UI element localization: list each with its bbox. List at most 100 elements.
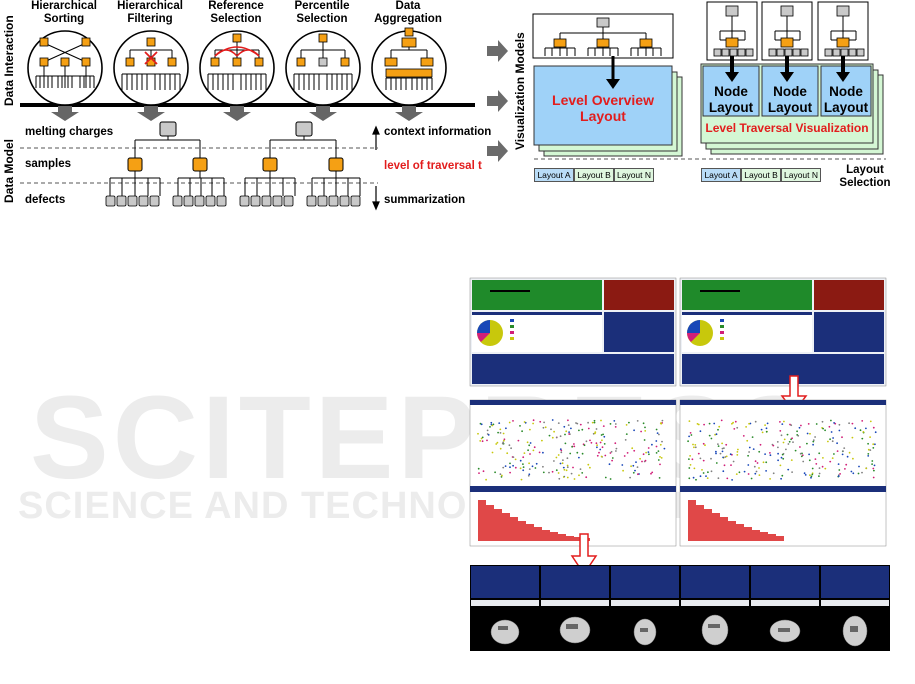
scatter-point: [841, 453, 844, 456]
scatter-point: [821, 465, 824, 468]
scatter-point: [824, 429, 826, 432]
scatter-point: [874, 431, 877, 434]
level-traversal-visualization-title: Level Traversal Visualization: [705, 121, 869, 135]
scatter-point: [838, 429, 841, 432]
scatter-point: [872, 443, 875, 446]
scatter-point: [841, 436, 843, 439]
scatter-point: [837, 474, 840, 477]
scatter-point: [845, 463, 848, 466]
context-information-label: context information: [384, 126, 492, 138]
scatter-point: [869, 420, 872, 423]
layout-buttons-overview: Layout A Layout B Layout N: [534, 168, 656, 182]
scatter-point: [834, 422, 837, 425]
scatter-point: [832, 437, 834, 439]
scatter-point: [830, 419, 832, 422]
scatter-point: [872, 447, 875, 449]
scatter-point: [839, 473, 841, 475]
scatter-point: [854, 427, 857, 430]
technique-title-sorting: Hierarchical Sorting: [31, 0, 97, 25]
visualization-models-label: Visualization Models: [513, 32, 527, 150]
layout-selection-label: Layout Selection: [839, 164, 891, 189]
watermark-small: SCIENCE AND TECHNOLOGY PUBLICATIONS: [18, 485, 885, 527]
scatter-point: [861, 437, 864, 440]
scatter-point: [865, 467, 868, 470]
scatter-point: [865, 467, 868, 470]
scatter-point: [859, 429, 862, 432]
layout-n-button[interactable]: Layout N: [614, 168, 654, 182]
scatter-point: [831, 440, 834, 443]
node-layout-2: Node Layout: [767, 84, 813, 115]
technique-title-filtering: Hierarchical Filtering: [117, 0, 183, 25]
scatter-point: [851, 422, 854, 425]
scatter-point: [867, 455, 870, 457]
scatter-point: [821, 427, 823, 429]
scatter-point: [852, 457, 854, 460]
node-layout-3: Node Layout: [823, 84, 869, 115]
level-samples: samples: [25, 158, 72, 170]
scatter-point: [830, 431, 833, 433]
level-of-traversal-label: level of traversal t: [384, 160, 482, 172]
scatter-point: [841, 450, 844, 453]
layout-buttons-traversal: Layout A Layout B Layout N: [701, 168, 823, 182]
layout-a-button[interactable]: Layout A: [701, 168, 741, 182]
scatter-point: [843, 447, 846, 449]
scatter-point: [822, 457, 824, 459]
scatter-point: [829, 460, 832, 463]
scatter-point: [818, 452, 821, 455]
scatter-point: [838, 423, 841, 426]
scatter-point: [833, 453, 835, 455]
scatter-point: [872, 426, 875, 429]
layout-n-button[interactable]: Layout N: [781, 168, 821, 182]
scatter-point: [867, 448, 870, 451]
scatter-point: [818, 475, 820, 477]
scatter-point: [872, 476, 875, 479]
data-interaction-label: Data Interaction: [2, 15, 16, 106]
scatter-point: [818, 472, 821, 475]
scatter-point: [828, 425, 831, 428]
level-defects: defects: [25, 194, 66, 206]
scatter-point: [873, 464, 876, 467]
scatter-point: [852, 472, 855, 475]
scatter-point: [844, 468, 846, 470]
scatter-point: [872, 467, 875, 470]
scatter-point: [867, 453, 870, 455]
scatter-point: [824, 467, 827, 470]
scatter-point: [838, 469, 841, 471]
scatter-point: [836, 450, 839, 452]
scatter-point: [846, 455, 849, 458]
summarization-label: summarization: [384, 194, 466, 206]
scatter-point: [874, 443, 876, 446]
scatter-point: [821, 420, 824, 423]
layout-a-button[interactable]: Layout A: [534, 168, 574, 182]
layout-b-button[interactable]: Layout B: [741, 168, 781, 182]
scatter-point: [837, 475, 840, 478]
scatter-point: [822, 427, 824, 430]
scatter-point: [833, 422, 835, 424]
scatter-point: [837, 463, 840, 465]
scatter-point: [861, 471, 863, 474]
scatter-point: [829, 438, 831, 441]
scatter-point: [851, 436, 854, 439]
scatter-point: [871, 463, 873, 465]
layout-b-button[interactable]: Layout B: [574, 168, 614, 182]
scatter-point: [827, 440, 829, 443]
scatter-point: [842, 450, 844, 452]
scatter-point: [862, 431, 865, 434]
data-model-label: Data Model: [2, 138, 16, 203]
scatter-point: [862, 431, 865, 433]
scatter-point: [857, 472, 860, 475]
scatter-point: [848, 451, 851, 454]
level-overview-layout-title: Level Overview Layout: [552, 92, 654, 124]
scatter-point: [858, 465, 860, 468]
technique-title-percentile: Percentile Selection: [294, 0, 350, 25]
level-melting-charges: melting charges: [25, 126, 114, 138]
scatter-point: [837, 475, 840, 478]
scatter-point: [850, 470, 853, 473]
node-layout-1: Node Layout: [708, 84, 754, 115]
scatter-point: [831, 457, 834, 459]
scatter-point: [818, 467, 821, 469]
screen-bottom-row: [470, 565, 890, 651]
scatter-point: [848, 422, 850, 425]
scatter-point: [836, 442, 838, 445]
technique-title-reference: Reference Selection: [208, 0, 264, 25]
